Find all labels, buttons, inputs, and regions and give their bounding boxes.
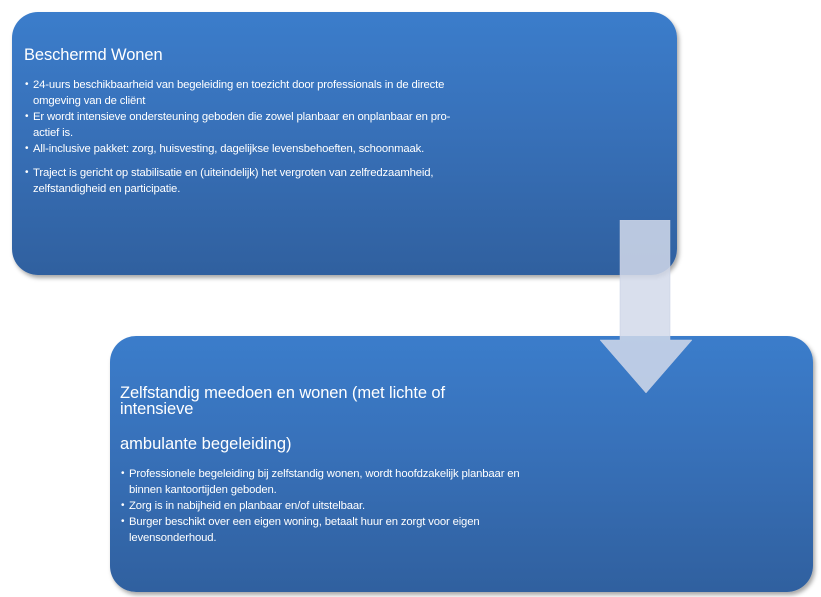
bullet-icon: • bbox=[25, 111, 29, 122]
bullet-icon: • bbox=[25, 143, 29, 154]
box1-title: Beschermd Wonen bbox=[24, 46, 163, 64]
box2-bullet: •Burger beschikt over een eigen woning, … bbox=[121, 516, 480, 544]
bullet-icon: • bbox=[25, 167, 29, 178]
box1-bullet: •All-inclusive pakket: zorg, huisvesting… bbox=[25, 143, 425, 155]
bullet-icon: • bbox=[121, 500, 125, 511]
box1-bullet: •Traject is gericht op stabilisatie en (… bbox=[25, 167, 434, 195]
box1-bullet-list: •24-uurs beschikbaarheid van begeleiding… bbox=[24, 77, 677, 197]
box2-title: Zelfstandig meedoen en wonen (met lichte… bbox=[120, 384, 445, 418]
box2-bullet: •Professionele begeleiding bij zelfstand… bbox=[121, 468, 520, 496]
box1-bullet: •24-uurs beschikbaarheid van begeleiding… bbox=[25, 79, 445, 107]
bullet-icon: • bbox=[121, 516, 125, 527]
bullet-icon: • bbox=[25, 79, 29, 90]
box2-bullet: •Zorg is in nabijheid en planbaar en/of … bbox=[121, 500, 366, 512]
box2-title-continuation: ambulante begeleiding) bbox=[120, 435, 292, 453]
box1-bullet: •Er wordt intensieve ondersteuning gebod… bbox=[25, 111, 451, 139]
zelfstandig-wonen-box: Zelfstandig meedoen en wonen (met lichte… bbox=[110, 336, 813, 592]
beschermd-wonen-box: Beschermd Wonen •24-uurs beschikbaarheid… bbox=[12, 12, 677, 275]
box2-bullet-list: •Professionele begeleiding bij zelfstand… bbox=[120, 466, 813, 546]
bullet-icon: • bbox=[121, 468, 125, 479]
